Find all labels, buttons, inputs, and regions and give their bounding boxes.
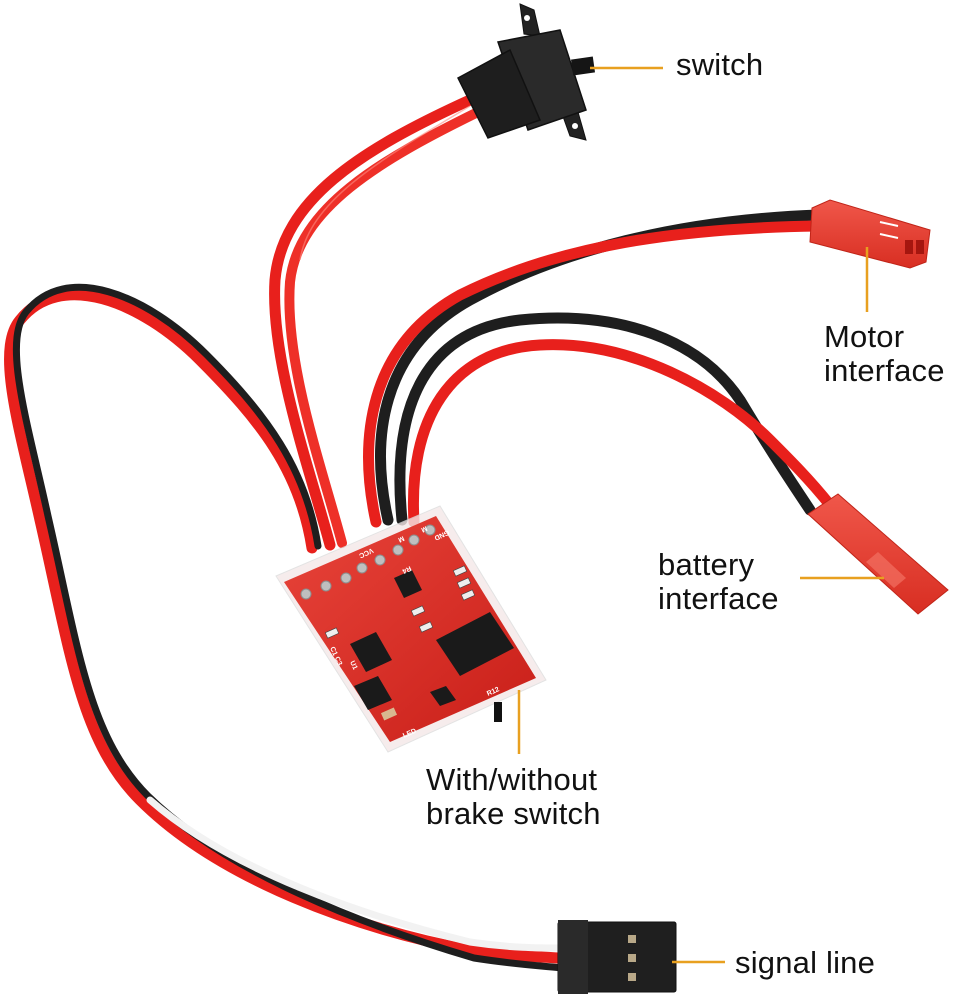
motor-wire-red — [363, 220, 824, 528]
switch-wire-2 — [284, 107, 483, 548]
motor-connector — [809, 199, 931, 269]
signal-wire-black — [12, 283, 566, 972]
signal-connector — [557, 920, 677, 994]
svg-text:M: M — [420, 524, 428, 533]
label-brake-switch: With/without brake switch — [426, 763, 601, 831]
brake-switch — [494, 702, 502, 722]
label-motor-interface: Motor interface — [824, 320, 945, 388]
label-battery-line-1: battery — [658, 547, 755, 582]
label-motor-line-1: Motor — [824, 319, 905, 354]
svg-text:M: M — [397, 534, 405, 543]
label-motor-line-2: interface — [824, 353, 945, 388]
label-battery-interface: battery interface — [658, 548, 779, 616]
leader-lines — [517, 66, 884, 964]
svg-text:R12: R12 — [486, 686, 501, 698]
label-switch: switch — [676, 48, 763, 82]
label-switch-line-1: switch — [676, 47, 764, 82]
label-brake-line-1: With/without — [426, 762, 598, 797]
signal-wire-white — [146, 796, 564, 952]
power-switch — [457, 3, 596, 141]
signal-lead — [4, 283, 566, 972]
switch-wire-1 — [269, 94, 476, 551]
svg-text:R4: R4 — [401, 564, 412, 574]
switch-lead — [269, 94, 483, 551]
label-signal-line: signal line — [735, 946, 875, 980]
label-brake-line-2: brake switch — [426, 796, 601, 831]
motor-wire-black — [375, 209, 824, 526]
motor-lead — [363, 209, 824, 528]
esc-board: VCC M M GND R4 C1 C3 U1 LED R12 — [275, 505, 547, 753]
label-signal-line-1: signal line — [735, 945, 876, 980]
label-battery-line-2: interface — [658, 581, 779, 616]
battery-wire-red — [407, 339, 836, 528]
battery-lead — [394, 312, 836, 528]
svg-text:U1: U1 — [348, 660, 358, 671]
battery-connector — [807, 493, 949, 615]
